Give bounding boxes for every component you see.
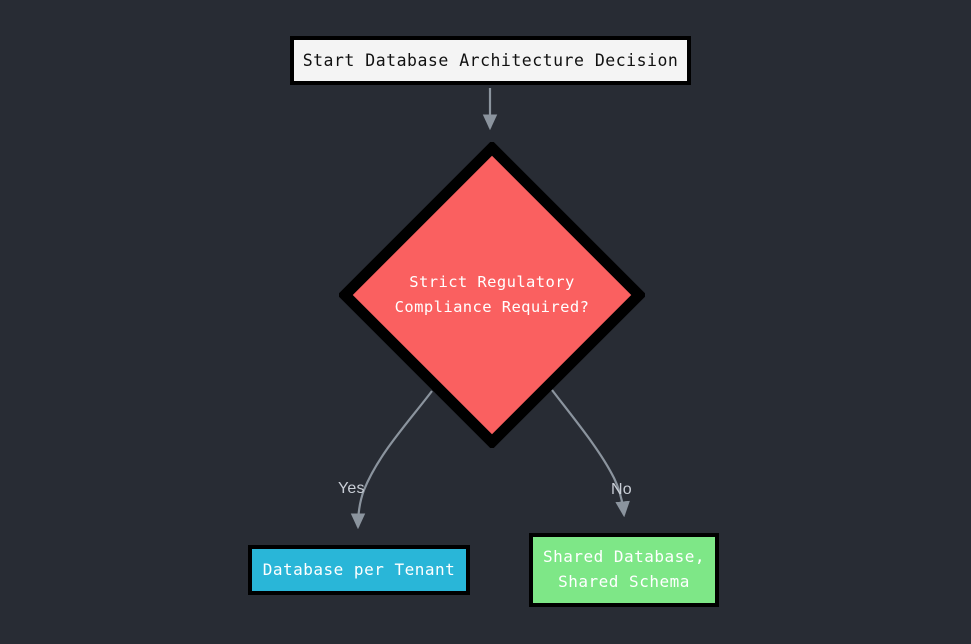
node-database-per-tenant-label: Database per Tenant [262,560,456,580]
edge-label-yes: Yes [338,480,365,497]
edge-decision-to-shared [551,389,630,518]
node-decision-compliance[interactable]: Strict Regulatory Compliance Required? [339,142,645,448]
edge-decision-to-tenant [350,390,433,530]
diamond-shape [339,142,645,448]
edge-label-no: No [611,481,632,498]
node-shared-database-shared-schema[interactable]: Shared Database, Shared Schema [529,533,719,607]
node-shared-database-shared-schema-label: Shared Database, Shared Schema [542,547,706,591]
node-decision-label: Strict Regulatory Compliance Required? [394,272,590,316]
node-database-per-tenant[interactable]: Database per Tenant [248,545,470,595]
node-start[interactable]: Start Database Architecture Decision [290,36,691,85]
node-start-label: Start Database Architecture Decision [302,50,679,70]
